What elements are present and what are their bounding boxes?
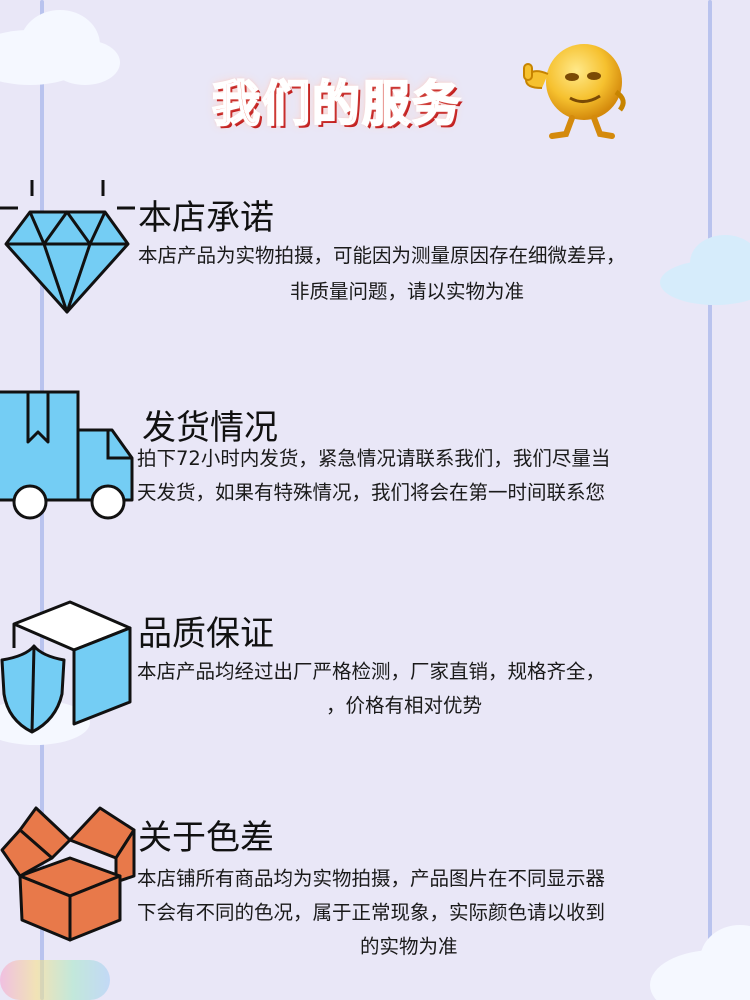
delivery-truck-icon	[0, 390, 134, 520]
section-text-color-difference-line-3: 的实物为准	[360, 935, 458, 958]
section-text-color-difference-line-2: 下会有不同的色况，属于正常现象，实际颜色请以收到	[137, 901, 606, 924]
section-heading-quality: 品质保证	[138, 614, 274, 654]
section-heading-color-difference: 关于色差	[138, 818, 274, 858]
section-text-promise-line-2: 非质量问题，请以实物为准	[290, 280, 525, 303]
page-title: 我们的服务	[211, 75, 463, 133]
section-text-quality-line-1: 本店产品均经过出厂严格检测，厂家直销，规格齐全，	[137, 660, 606, 683]
section-heading-shipping: 发货情况	[142, 408, 278, 448]
section-text-promise-line-1: 本店产品为实物拍摄，可能因为测量原因存在细微差异，	[138, 244, 626, 267]
background-line-right	[708, 0, 712, 1000]
section-text-quality-line-2: ，价格有相对优势	[326, 694, 483, 717]
open-box-icon	[0, 806, 136, 942]
shield-box-icon	[0, 600, 132, 734]
section-text-shipping-line-2: 天发货，如果有特殊情况，我们将会在第一时间联系您	[137, 481, 606, 504]
coin-mascot-thumbs-up-icon	[523, 44, 626, 139]
section-heading-promise: 本店承诺	[138, 198, 274, 238]
diamond-icon	[0, 180, 135, 314]
section-text-shipping-line-1: 拍下72小时内发货，紧急情况请联系我们，我们尽量当	[137, 447, 611, 470]
background-rainbow-bottom-left	[0, 960, 110, 1000]
section-text-color-difference-line-1: 本店铺所有商品均为实物拍摄，产品图片在不同显示器	[137, 867, 606, 890]
